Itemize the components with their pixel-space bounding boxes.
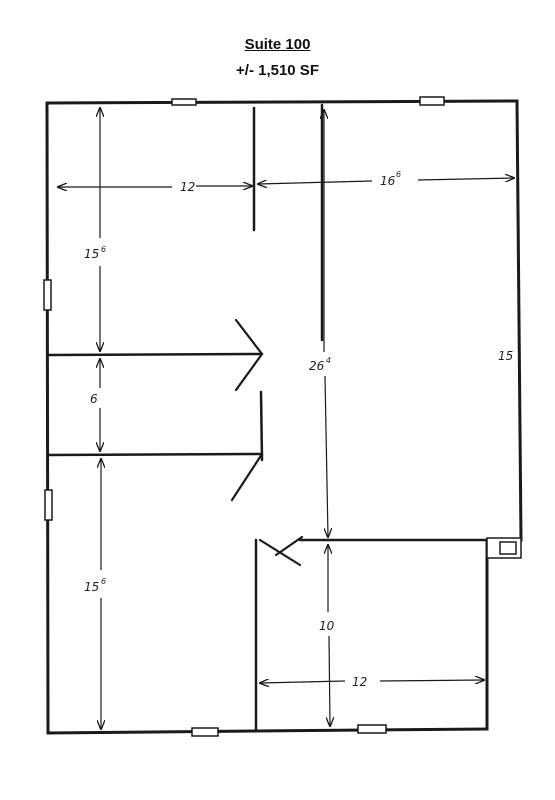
door-north-right xyxy=(419,96,445,106)
door-swing-lower xyxy=(230,452,264,502)
dim-label-right: 15 xyxy=(498,349,513,363)
dim-line-lower-width-b xyxy=(379,680,484,681)
door-south-left xyxy=(191,727,219,737)
dim-label-center: 26 xyxy=(309,359,325,373)
dim-label-lower-right: 10 xyxy=(319,619,335,633)
dim-line-top-right-b xyxy=(417,178,514,180)
dim-label-left-middle: 6 xyxy=(90,392,98,406)
north-wall xyxy=(45,99,519,105)
interior-walls xyxy=(46,103,489,733)
dim-label-left-upper: 15 xyxy=(84,247,99,261)
dim-line-top-right-a xyxy=(258,181,373,184)
dim-label-left-lower-sup: 6 xyxy=(101,577,106,586)
south-wall-left xyxy=(46,729,257,735)
door-swing-upper-b xyxy=(234,352,264,392)
door-swing-room-b xyxy=(274,535,304,557)
door-south-right xyxy=(357,724,387,734)
office-divider-lower xyxy=(46,452,264,457)
partition-middle xyxy=(259,390,264,462)
dim-label-left-lower: 15 xyxy=(84,580,99,594)
east-wall-upper xyxy=(515,99,523,542)
window-north-left xyxy=(171,98,197,106)
openings xyxy=(43,96,522,737)
west-wall xyxy=(45,101,50,735)
office-divider-upper xyxy=(46,352,264,357)
dim-label-top-right-sup: 6 xyxy=(396,170,401,179)
suite-area: +/- 1,510 SF xyxy=(236,62,319,79)
exterior-walls xyxy=(45,99,523,735)
dim-line-lower-width-a xyxy=(260,681,346,683)
window-west-upper xyxy=(43,279,52,311)
dim-label-lower-width: 12 xyxy=(352,675,367,689)
dim-line-center-b xyxy=(325,375,328,537)
dimension-lines xyxy=(58,108,514,729)
suite-title: Suite 100 xyxy=(244,36,311,53)
utility-box-inner xyxy=(499,541,517,555)
door-swings xyxy=(230,318,304,567)
dim-label-top-right: 16 xyxy=(380,174,396,188)
dim-label-top-left: 12 xyxy=(180,180,195,194)
dim-label-center-sup: 4 xyxy=(326,356,331,365)
dim-label-left-upper-sup: 6 xyxy=(101,245,106,254)
door-swing-upper-a xyxy=(234,318,264,356)
window-west-lower xyxy=(44,489,53,521)
